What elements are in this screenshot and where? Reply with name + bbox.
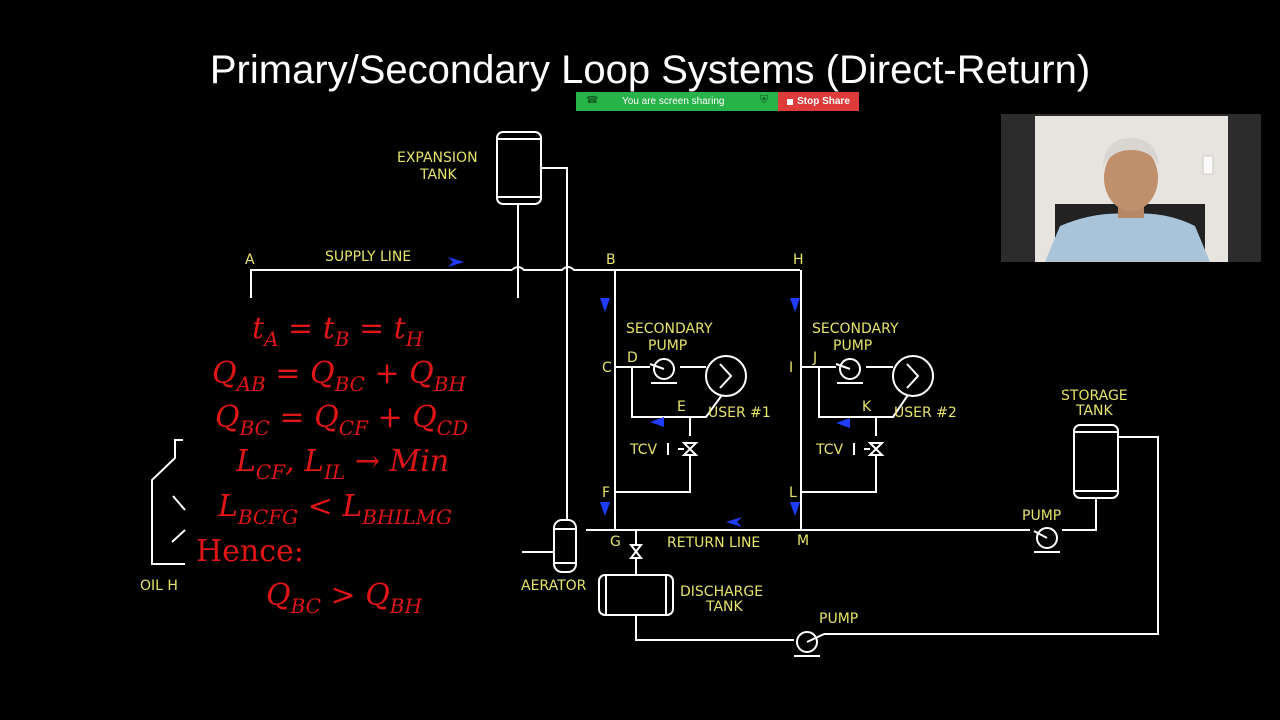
storage-label-1: STORAGE	[1061, 388, 1128, 404]
hence-text: Hence:	[196, 534, 304, 569]
pump-right-label: PUMP	[1022, 508, 1061, 524]
oil-heater-outline	[151, 439, 185, 565]
tcv-1-label: TCV	[629, 442, 658, 458]
video-frame	[1035, 116, 1228, 262]
user-1-exchanger	[705, 355, 747, 397]
storage-label-2: TANK	[1075, 403, 1114, 419]
aerator-label: AERATOR	[521, 578, 587, 594]
pump-bottom-label: PUMP	[819, 611, 858, 627]
point-b: B	[606, 252, 616, 268]
secondary-pump-2-label-1: SECONDARY	[812, 321, 899, 337]
screen-share-status-text: You are screen sharing	[622, 96, 725, 107]
stop-share-label: Stop Share	[797, 96, 850, 107]
secondary-pump-1-label-2: PUMP	[648, 338, 687, 354]
secondary-pump-1	[649, 358, 677, 384]
discharge-tank	[598, 574, 674, 616]
storage-pump	[1033, 527, 1060, 553]
storage-tank	[1073, 424, 1119, 499]
expansion-label-2: TANK	[419, 167, 458, 183]
presenter-avatar	[1035, 116, 1228, 262]
point-j: J	[812, 350, 817, 366]
secondary-pump-2	[835, 358, 863, 384]
point-g: G	[610, 534, 621, 550]
screen-share-status: ☎ You are screen sharing ⛨	[576, 92, 778, 111]
point-i: I	[789, 360, 793, 376]
expansion-label-1: EXPANSION	[397, 150, 478, 166]
discharge-pump	[794, 631, 825, 657]
secondary-pump-1-label-1: SECONDARY	[626, 321, 713, 337]
point-m: M	[797, 533, 809, 549]
equation-6: QBC > QBH	[266, 578, 422, 618]
discharge-label-1: DISCHARGE	[680, 584, 763, 600]
equations: tA = tB = tH QAB = QBC + QBH QBC = QCF +…	[196, 311, 468, 618]
tcv-valve-1	[667, 442, 699, 456]
tcv-valve-2	[853, 442, 885, 456]
pipes	[250, 167, 1159, 641]
return-line-label: RETURN LINE	[667, 535, 760, 551]
screen-share-bar: ☎ You are screen sharing ⛨ Stop Share	[576, 92, 859, 111]
slide-title: Primary/Secondary Loop Systems (Direct-R…	[209, 48, 1091, 92]
equation-4: LCF, LIL → Min	[235, 444, 449, 484]
equation-1: tA = tB = tH	[252, 311, 424, 351]
stop-icon	[787, 98, 794, 105]
stop-share-button[interactable]: Stop Share	[778, 92, 859, 111]
expansion-tank	[496, 131, 542, 205]
drain-valve	[628, 544, 644, 559]
flow-arrows	[448, 257, 850, 527]
equation-3: QBC = QCF + QCD	[215, 400, 468, 440]
user-1-label: USER #1	[708, 405, 771, 421]
supply-line-label: SUPPLY LINE	[325, 249, 411, 265]
user-2-label: USER #2	[894, 405, 957, 421]
point-a: A	[245, 252, 255, 268]
user-2-exchanger	[892, 355, 934, 397]
point-k: K	[862, 399, 872, 415]
equation-2: QAB = QBC + QBH	[212, 356, 466, 396]
phone-icon: ☎	[586, 95, 599, 106]
point-l: L	[789, 485, 797, 501]
participant-video[interactable]	[1001, 114, 1261, 262]
point-c: C	[602, 360, 612, 376]
equation-5: LBCFG < LBHILMG	[217, 489, 452, 529]
oil-heater-label: OIL H	[140, 578, 178, 594]
tcv-2-label: TCV	[815, 442, 844, 458]
secondary-pump-2-label-2: PUMP	[833, 338, 872, 354]
point-e: E	[677, 399, 686, 415]
point-d: D	[627, 350, 638, 366]
point-h: H	[793, 252, 804, 268]
discharge-label-2: TANK	[705, 599, 744, 615]
aerator-tank	[553, 519, 577, 573]
shield-icon: ⛨	[759, 94, 768, 106]
point-f: F	[602, 485, 610, 501]
